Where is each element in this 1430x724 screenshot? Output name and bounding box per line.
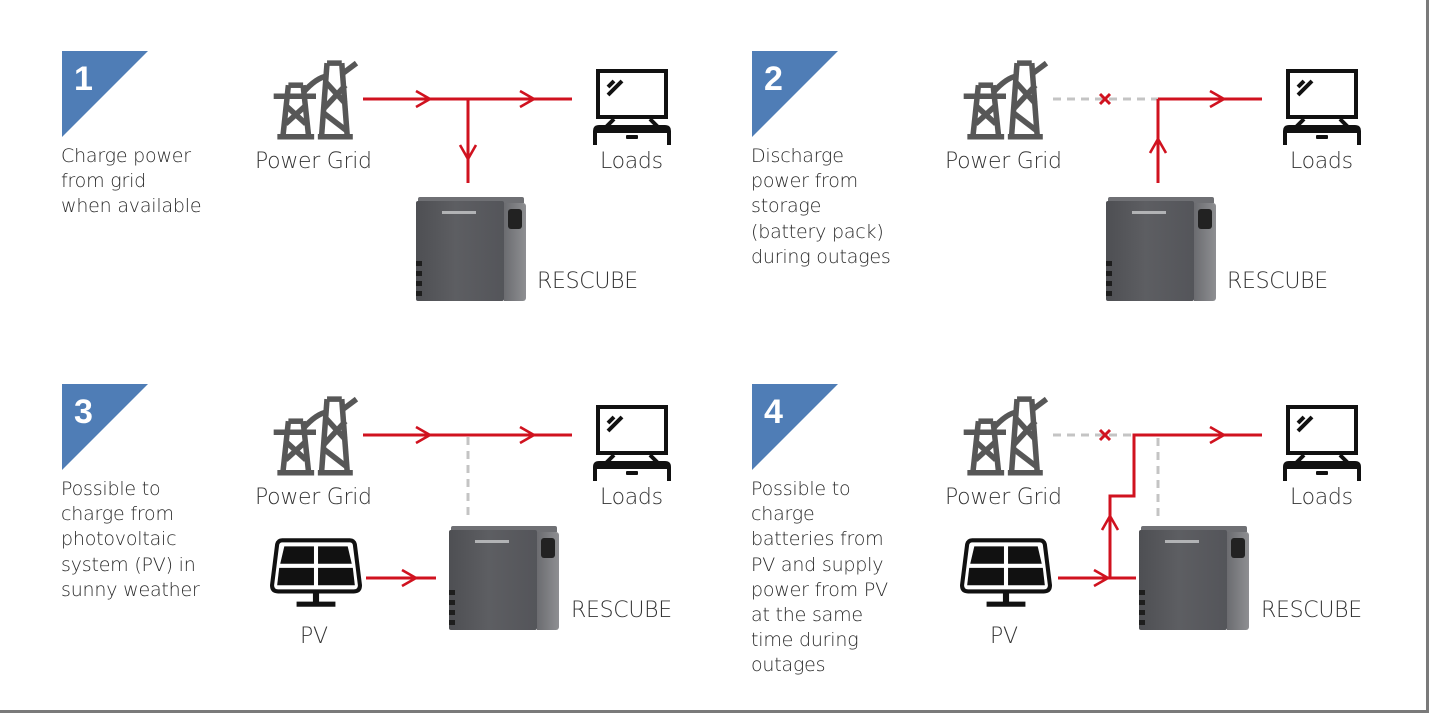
panel-description: Charge power from grid when available bbox=[61, 145, 202, 218]
storage-label: RESCUBE bbox=[537, 269, 638, 294]
step-badge: 2 bbox=[752, 51, 838, 137]
step-number: 4 bbox=[764, 393, 783, 431]
flow-lines bbox=[1053, 89, 1262, 183]
power-tower-icon bbox=[270, 57, 362, 141]
flow-lines bbox=[1053, 425, 1262, 588]
step-badge: 3 bbox=[62, 384, 148, 470]
solar-panel-icon bbox=[960, 534, 1052, 612]
step-number: 3 bbox=[74, 393, 93, 431]
panel-3-pv-charging: 3 Possible to charge from photovoltaic s… bbox=[0, 384, 690, 724]
flow-lines bbox=[363, 89, 572, 183]
grid-label: Power Grid bbox=[945, 149, 1062, 174]
tv-monitor-icon bbox=[592, 403, 672, 483]
power-tower-icon bbox=[960, 57, 1052, 141]
loads-label: Loads bbox=[600, 149, 663, 174]
loads-label: Loads bbox=[1290, 485, 1353, 510]
grid-label: Power Grid bbox=[255, 485, 372, 510]
panel-4-pv-during-outage: 4 Possible to charge batteries from PV a… bbox=[690, 384, 1380, 724]
battery-unit-image bbox=[1106, 197, 1216, 303]
panel-2-outage-discharge: 2 Discharge power from storage (battery … bbox=[690, 51, 1380, 391]
solar-panel-icon bbox=[270, 534, 362, 612]
power-tower-icon bbox=[960, 393, 1052, 477]
x-mark-icon bbox=[1098, 428, 1112, 442]
grid-label: Power Grid bbox=[255, 149, 372, 174]
panel-1-grid-charging: 1 Charge power from grid when available … bbox=[0, 51, 690, 391]
panel-description: Possible to charge batteries from PV and… bbox=[751, 478, 888, 677]
panel-description: Possible to charge from photovoltaic sys… bbox=[61, 478, 200, 601]
pv-label: PV bbox=[990, 624, 1018, 649]
storage-label: RESCUBE bbox=[571, 598, 672, 623]
tv-monitor-icon bbox=[592, 67, 672, 147]
loads-label: Loads bbox=[600, 485, 663, 510]
grid-label: Power Grid bbox=[945, 485, 1062, 510]
flow-lines bbox=[363, 425, 572, 588]
storage-label: RESCUBE bbox=[1227, 269, 1328, 294]
step-number: 1 bbox=[74, 60, 93, 98]
loads-label: Loads bbox=[1290, 149, 1353, 174]
battery-unit-image bbox=[416, 197, 526, 303]
pv-label: PV bbox=[300, 624, 328, 649]
tv-monitor-icon bbox=[1282, 67, 1362, 147]
power-tower-icon bbox=[270, 393, 362, 477]
battery-unit-image bbox=[449, 526, 559, 632]
x-mark-icon bbox=[1098, 92, 1112, 106]
step-badge: 4 bbox=[752, 384, 838, 470]
panel-description: Discharge power from storage (battery pa… bbox=[751, 145, 891, 268]
storage-label: RESCUBE bbox=[1261, 598, 1362, 623]
step-badge: 1 bbox=[62, 51, 148, 137]
tv-monitor-icon bbox=[1282, 403, 1362, 483]
step-number: 2 bbox=[764, 60, 783, 98]
battery-unit-image bbox=[1139, 526, 1249, 632]
